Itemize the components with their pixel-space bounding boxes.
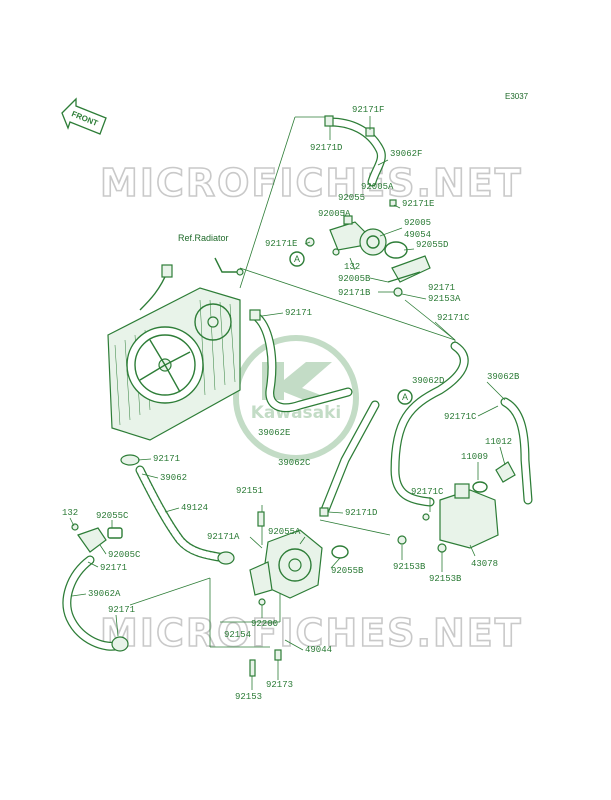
part-label: 49054 (404, 230, 431, 240)
part-label: 92171B (338, 288, 371, 298)
part-label: 39062 (160, 473, 187, 483)
part-label: 92151 (236, 486, 263, 496)
thermostat-group (305, 199, 431, 297)
front-arrow-icon: FRONT (61, 97, 107, 135)
hose-39062d (390, 341, 469, 507)
part-label: 92171F (352, 105, 384, 115)
part-label: 39062E (258, 428, 290, 438)
part-label: 39062F (390, 149, 422, 159)
part-label: 92171C (411, 487, 444, 497)
part-label: 92005 (404, 218, 431, 228)
part-label: 49044 (305, 645, 332, 655)
ref-radiator-label: Ref.Radiator (178, 233, 229, 243)
part-label: 92171D (310, 143, 342, 153)
part-label: 92153B (393, 562, 426, 572)
part-label: 92005A (318, 209, 351, 219)
hose-39062a (62, 523, 129, 652)
water-pump (249, 511, 349, 677)
part-label: 43078 (471, 559, 498, 569)
part-label: 92171D (345, 508, 377, 518)
part-label: 39062D (412, 376, 444, 386)
part-label: 92055B (331, 566, 364, 576)
part-label: 92171E (402, 199, 434, 209)
part-label: 92154 (224, 630, 251, 640)
hose-49124 (120, 454, 235, 565)
part-label: 49124 (181, 503, 208, 513)
radiator-assembly (107, 257, 244, 441)
part-label: 92173 (266, 680, 293, 690)
part-label: 39062C (278, 458, 311, 468)
watermark-top: MICROFICHES.NET (100, 161, 523, 205)
callout-a-upper: A (289, 251, 305, 267)
part-label: 39062A (88, 589, 121, 599)
part-label: 92055 (338, 193, 365, 203)
hose-39062b (500, 397, 533, 505)
part-label: 92055C (96, 511, 129, 521)
diagram-code: E3037 (505, 92, 529, 101)
part-label: 39062B (487, 372, 520, 382)
part-label: 132 (344, 262, 360, 272)
part-label: 92171 (428, 283, 455, 293)
svg-text:A: A (402, 392, 408, 402)
part-label: 92171 (108, 605, 135, 615)
part-label: 11012 (485, 437, 512, 447)
part-label: 92005B (338, 274, 371, 284)
callout-a-lower: A (397, 389, 413, 405)
part-label: 92055D (416, 240, 448, 250)
part-label: 92200 (251, 619, 278, 629)
part-label: 132 (62, 508, 78, 518)
hose-39062f (324, 115, 386, 187)
part-label: 92171 (100, 563, 127, 573)
hose-39062e (249, 309, 353, 413)
part-label: 92005C (108, 550, 141, 560)
part-label: 92171E (265, 239, 297, 249)
part-label: 92153B (429, 574, 462, 584)
watermark-bottom: MICROFICHES.NET (100, 611, 523, 655)
part-label: 92005A (361, 182, 394, 192)
part-label: 92171 (285, 308, 312, 318)
part-label: 92055A (268, 527, 301, 537)
part-label: 92171 (153, 454, 180, 464)
part-label: 92171A (207, 532, 240, 542)
svg-text:A: A (294, 254, 300, 264)
part-label: 92171C (444, 412, 477, 422)
part-label: 92153A (428, 294, 461, 304)
part-label: 92153 (235, 692, 262, 702)
part-label: 92171C (437, 313, 470, 323)
label-leaders (69, 116, 506, 690)
part-label: 11009 (461, 452, 488, 462)
reserve-tank (397, 461, 516, 553)
part-labels: 92171F 92171D 39062F 92005A 92055 92171E… (62, 105, 520, 702)
